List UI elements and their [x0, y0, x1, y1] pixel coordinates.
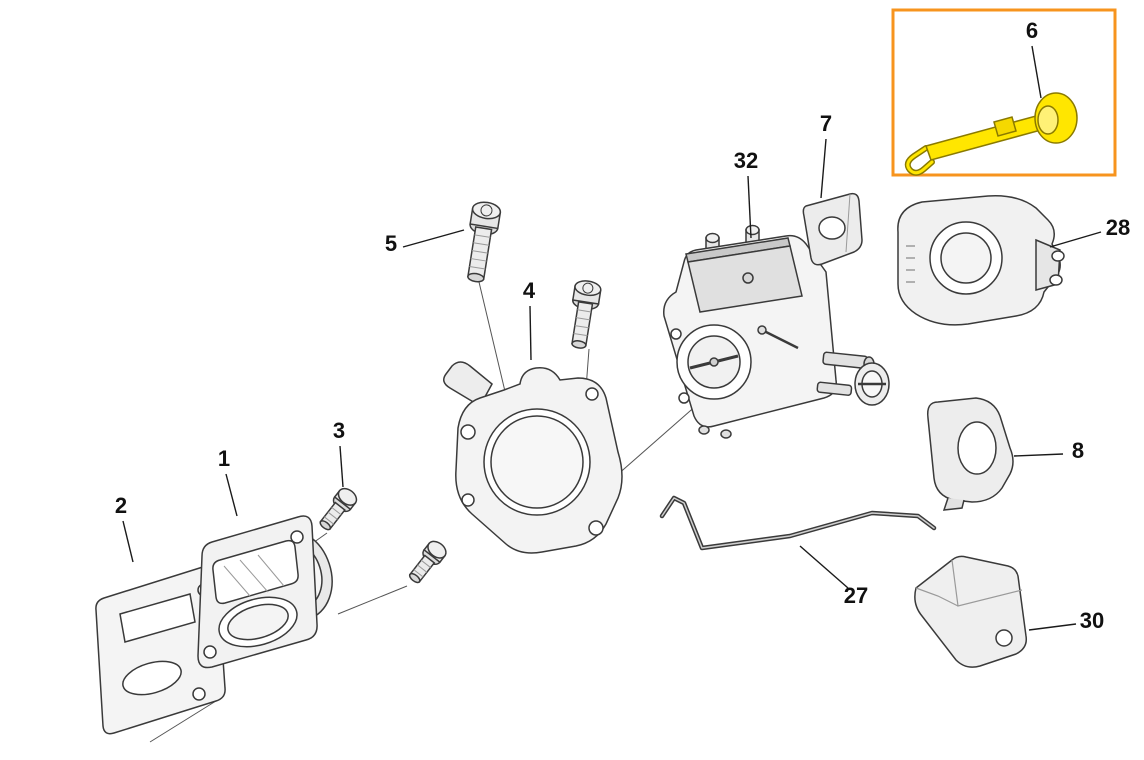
callout-3[interactable]: 3 — [333, 418, 345, 443]
callout-4[interactable]: 4 — [523, 278, 536, 303]
callout-28[interactable]: 28 — [1106, 215, 1130, 240]
callout-8[interactable]: 8 — [1072, 438, 1084, 463]
part-30-bracket[interactable] — [914, 555, 1028, 668]
part-4-bracket[interactable] — [443, 361, 623, 554]
part-28-manifold[interactable] — [897, 195, 1065, 326]
callout-5[interactable]: 5 — [385, 231, 397, 256]
part-5-screw-a[interactable] — [461, 200, 502, 283]
callout-2[interactable]: 2 — [115, 493, 127, 518]
callout-30[interactable]: 30 — [1080, 608, 1104, 633]
callout-7[interactable]: 7 — [820, 111, 832, 136]
part-2-gasket[interactable] — [95, 564, 226, 735]
part-3-bolt-second[interactable] — [405, 538, 449, 587]
callout-1[interactable]: 1 — [218, 446, 230, 471]
assembly-lines — [149, 281, 699, 743]
part-5-screw-b[interactable] — [566, 279, 602, 350]
part-8-cover[interactable] — [926, 397, 1014, 511]
part-27-throttle-rod[interactable] — [659, 495, 937, 551]
leader-lines — [122, 45, 1102, 631]
part-6-choke-lever[interactable] — [904, 92, 1078, 176]
part-1-muffler-flange[interactable] — [197, 515, 343, 669]
part-32-carburetor[interactable] — [663, 224, 890, 439]
part-7-clamp[interactable] — [802, 192, 863, 266]
callout-32[interactable]: 32 — [734, 148, 758, 173]
part-3-bolt[interactable] — [316, 485, 360, 534]
part-6-highlight-box — [891, 8, 1117, 177]
callout-6[interactable]: 6 — [1026, 18, 1038, 43]
callout-27[interactable]: 27 — [844, 583, 868, 608]
